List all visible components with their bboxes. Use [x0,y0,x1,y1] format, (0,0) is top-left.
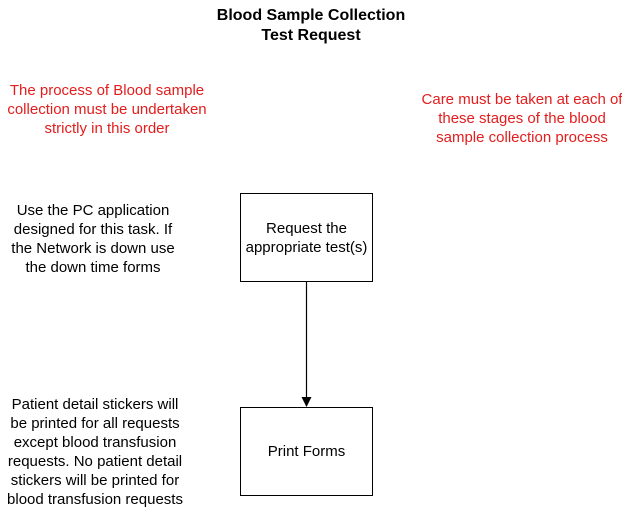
step-print-forms-label: Print Forms [267,443,346,460]
step-request-test-label: Request the appropriate test(s) [245,219,368,256]
title-line-2: Test Request [261,27,361,44]
step-request-test: Request the appropriate test(s) [240,193,373,282]
print-step-instruction: Patient detail stickers will be printed … [7,396,183,508]
process-order-note: The process of Blood sample collection m… [7,82,207,137]
title-line-1: Blood Sample Collection [216,7,406,24]
request-step-instruction: Use the PC application designed for this… [11,202,175,276]
step-print-forms: Print Forms [240,407,373,496]
diagram-title: Blood Sample Collection Test Request [211,6,411,46]
care-note: Care must be taken at each of these stag… [421,91,622,146]
